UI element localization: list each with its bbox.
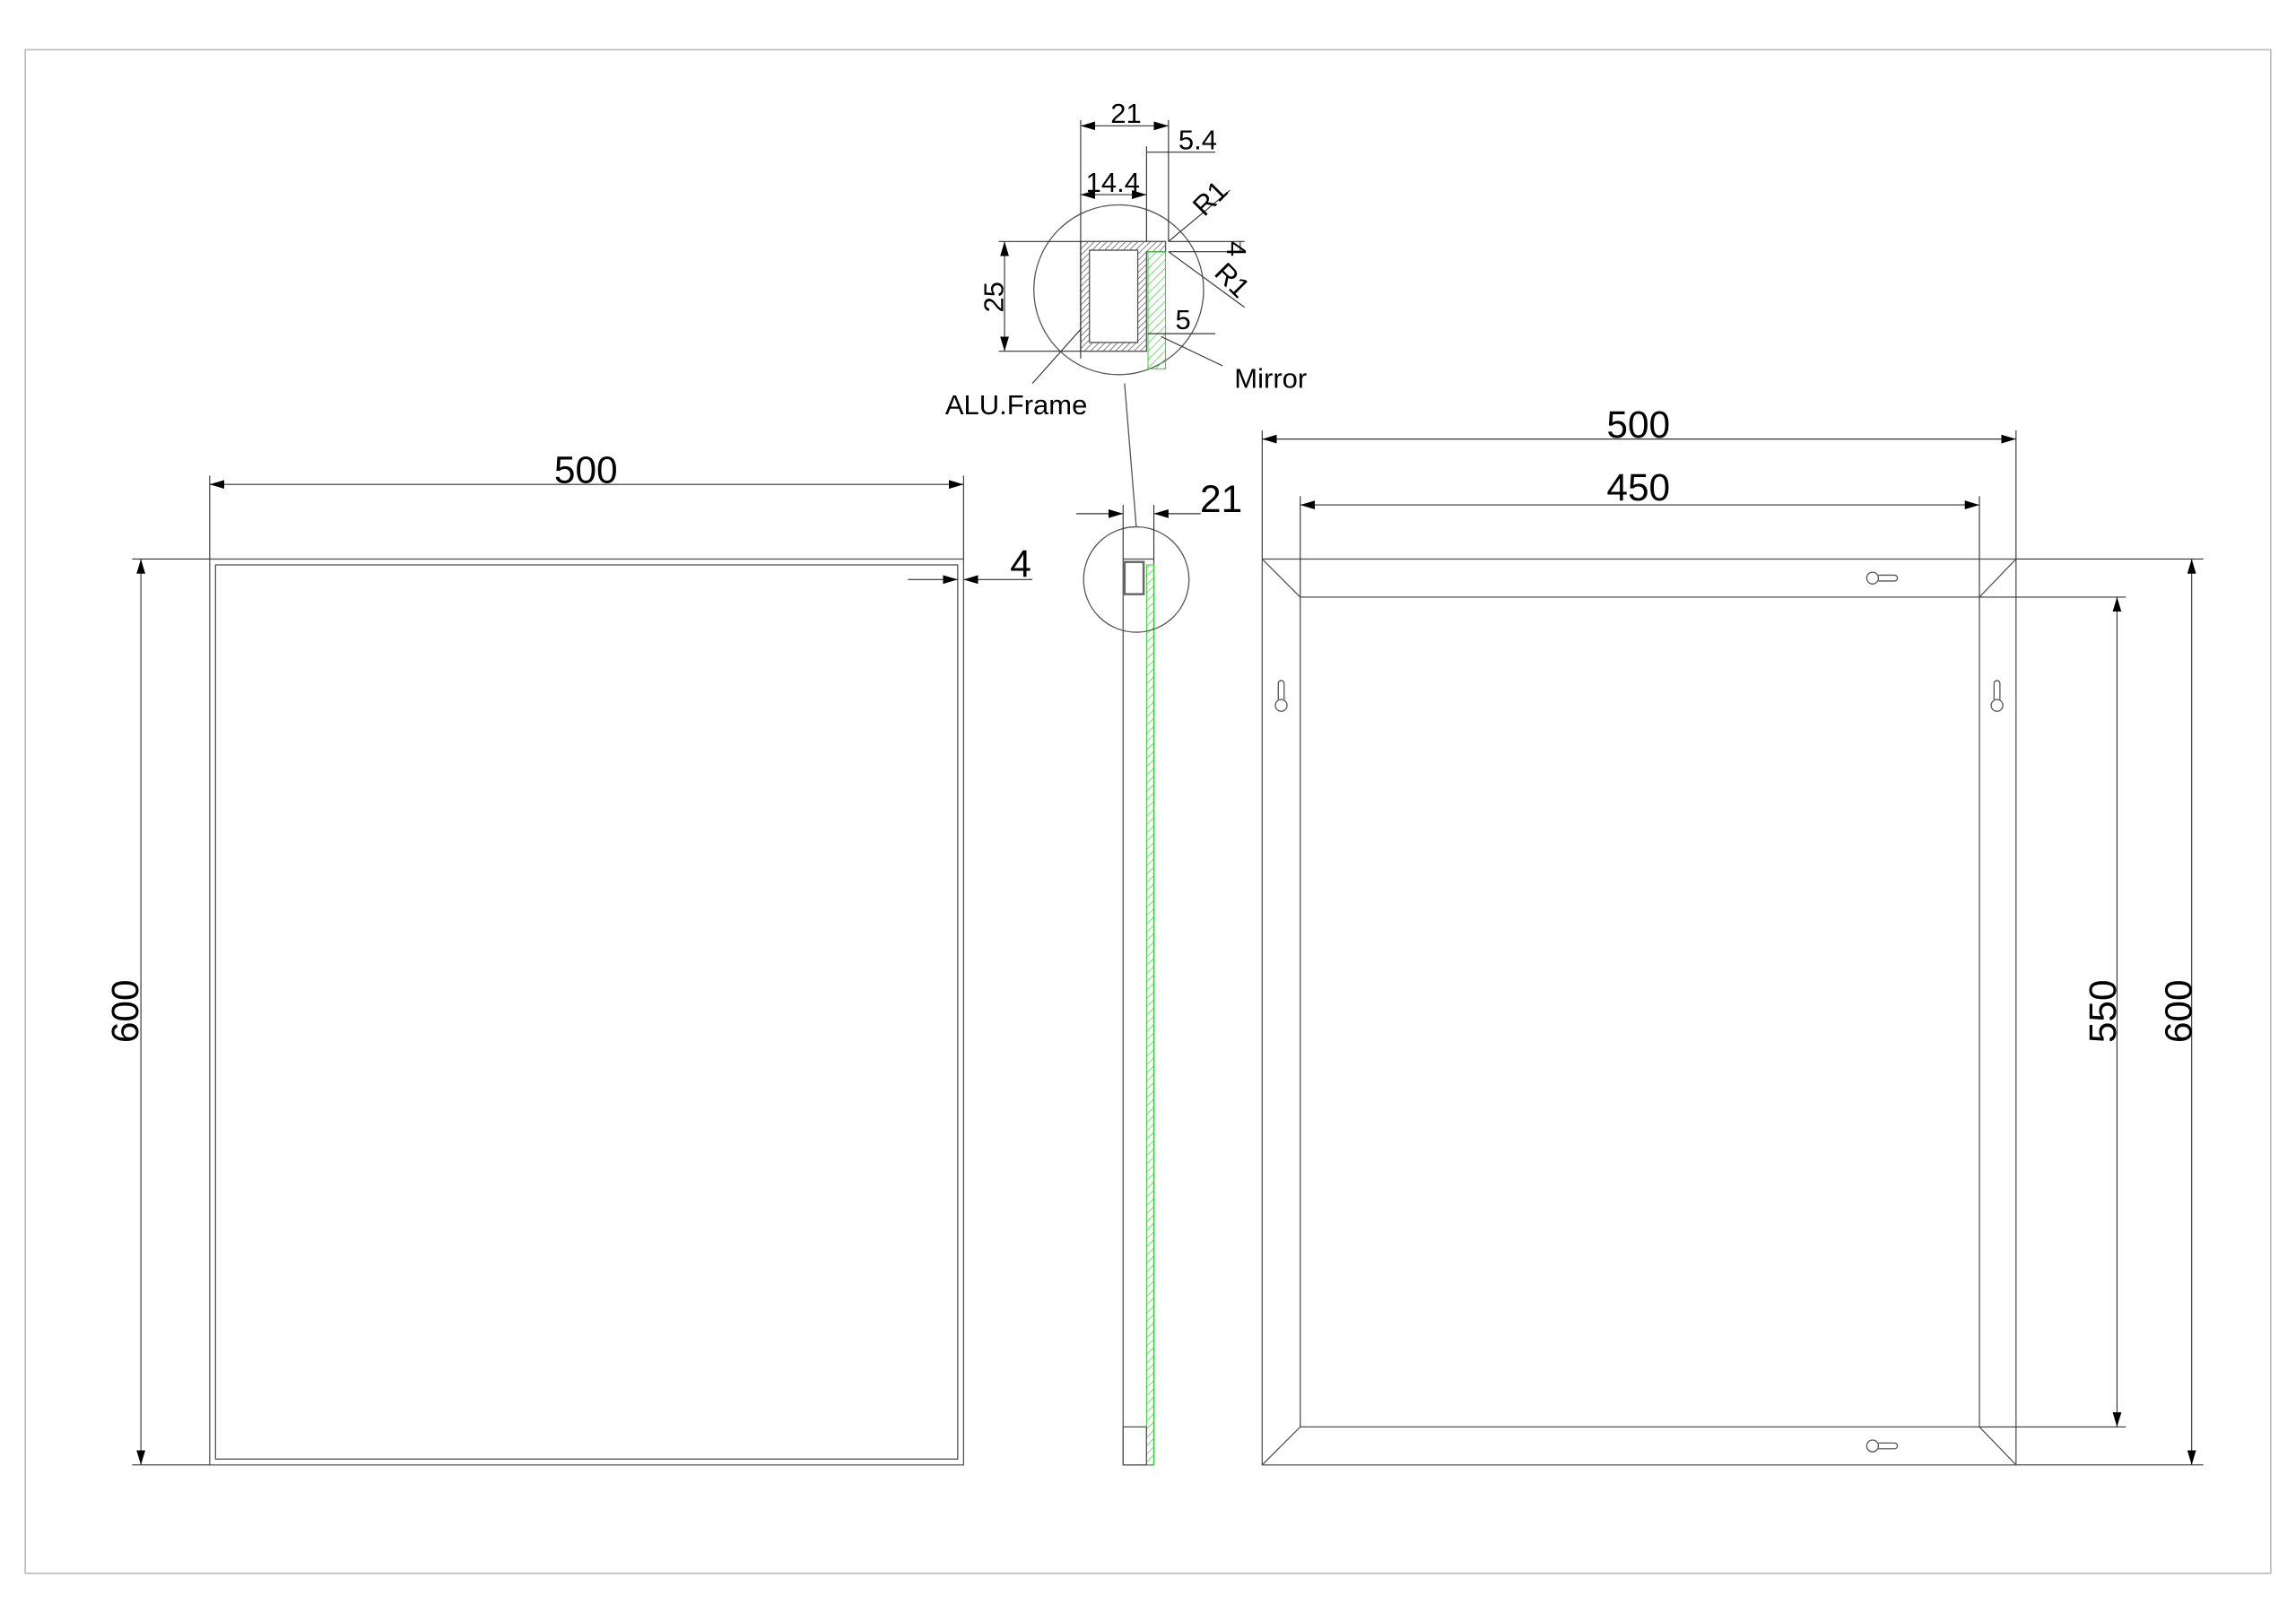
- detail-offset-label: 5.4: [1178, 124, 1217, 155]
- sheet-border: [24, 48, 2272, 1575]
- depth-label: 21: [1200, 478, 1242, 520]
- outer-frame: [209, 558, 965, 1466]
- height-label: 600: [104, 979, 146, 1043]
- detail-lip-label: 4: [1221, 241, 1252, 256]
- mirror-glass: [1145, 564, 1155, 1466]
- detail-frame-width-label: 14.4: [1086, 167, 1140, 198]
- detail-frame-height-label: 25: [978, 282, 1009, 312]
- section-detail: 21 5.4 14.4 25 4 R1 R1 5 Mirror ALU.Fram…: [945, 98, 1307, 421]
- back-view: 500 450 550 600: [1261, 404, 2204, 1466]
- detail-radius-top-label: R1: [1187, 175, 1234, 222]
- keyhole-icon: [1274, 571, 2004, 1453]
- mirror-section: [1147, 251, 1167, 369]
- front-view: 500 600 4: [104, 449, 1033, 1466]
- inner-width-label: 450: [1606, 466, 1670, 508]
- outer-height-label: 600: [2158, 979, 2200, 1043]
- frame-width-label: 4: [1010, 542, 1031, 585]
- mirror-callout-label: Mirror: [1234, 363, 1307, 395]
- alu-frame-callout-label: ALU.Frame: [945, 389, 1087, 421]
- detail-mirror-thickness-label: 5: [1176, 304, 1191, 335]
- side-view: 21: [1076, 383, 1242, 1466]
- inner-height-label: 550: [2082, 979, 2124, 1043]
- detail-overall-label: 21: [1110, 98, 1141, 129]
- outer-width-label: 500: [1606, 404, 1670, 446]
- mirror-face: [214, 564, 959, 1460]
- detail-radius-bottom-label: R1: [1209, 256, 1257, 304]
- width-label: 500: [554, 449, 618, 491]
